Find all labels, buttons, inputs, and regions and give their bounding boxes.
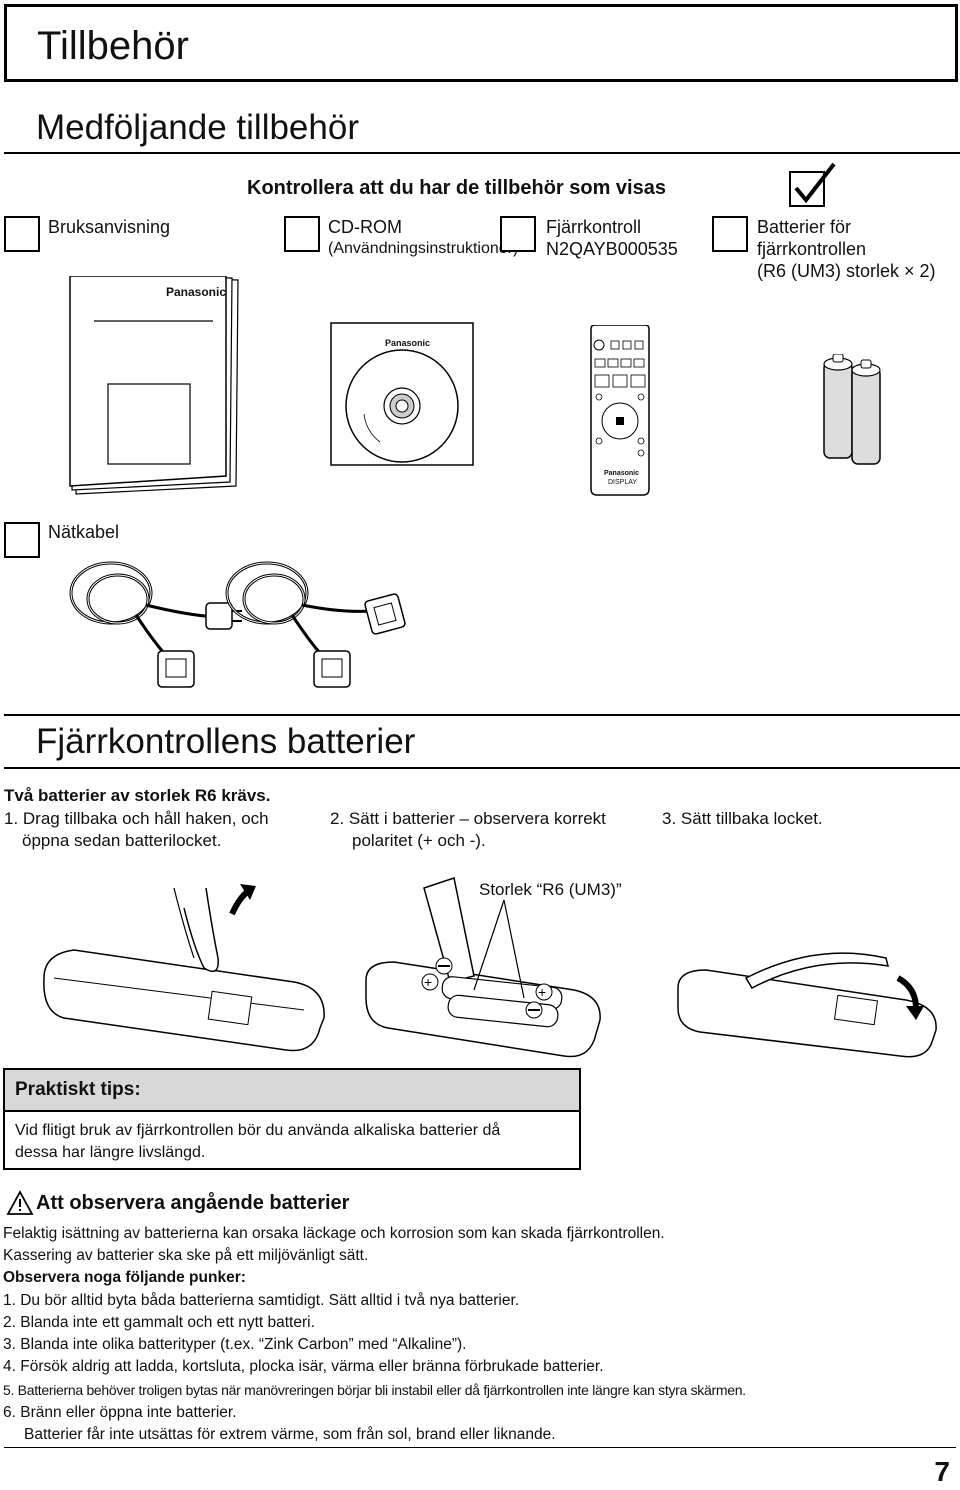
manual-illustration xyxy=(68,275,248,501)
remote-close-illustration xyxy=(676,948,940,1065)
remote-illustration xyxy=(589,324,651,502)
batteries-illustration xyxy=(818,353,888,471)
checkbox-natkabel[interactable] xyxy=(4,522,40,558)
checkbox-remote[interactable] xyxy=(500,216,536,252)
tips-box: Praktiskt tips: Vid flitigt bruk av fjär… xyxy=(3,1068,581,1170)
battery-intro: Två batterier av storlek R6 krävs. xyxy=(4,786,271,805)
tips-heading: Praktiskt tips: xyxy=(5,1070,579,1112)
checkmark-icon xyxy=(788,162,838,215)
checkbox-cdrom[interactable] xyxy=(284,216,320,252)
caution-line-9: 6. Bränn eller öppna inte batterier. xyxy=(3,1404,237,1421)
remote-brand: Panasonic xyxy=(604,470,640,477)
step-1: 1. Drag tillbaka och håll haken, och öpp… xyxy=(4,809,269,850)
item-label-bruksanvisning: Bruksanvisning xyxy=(48,217,171,237)
section2-title-wrap: Fjärrkontrollens batterier xyxy=(36,722,415,762)
section2-title: Fjärrkontrollens batterier xyxy=(36,722,416,761)
caution-line-8: 5. Batterierna behöver troligen bytas nä… xyxy=(3,1382,746,1398)
step-2: 2. Sätt i batterier – observera korrekt … xyxy=(330,809,606,850)
step-3: 3. Sätt tillbaka locket. xyxy=(662,809,823,828)
caution-line-5: 2. Blanda inte ett gammalt och ett nytt … xyxy=(3,1314,315,1331)
section2-rule-bottom xyxy=(4,767,960,769)
remote-insert-illustration: + + xyxy=(364,870,604,1075)
caution-line-10: Batterier får inte utsättas för extrem v… xyxy=(24,1426,556,1443)
checkbox-bruksanvisning[interactable] xyxy=(4,216,40,252)
caution-line-4: 1. Du bör alltid byta båda batterierna s… xyxy=(3,1292,520,1309)
remote-open-illustration xyxy=(34,878,334,1063)
caution-line-3: Observera noga följande punker: xyxy=(3,1269,246,1286)
caution-line-6: 3. Blanda inte olika batterityper (t.ex.… xyxy=(3,1336,467,1353)
remote-display-label: DISPLAY xyxy=(608,479,638,486)
caution-line-7: 4. Försök aldrig att ladda, kortsluta, p… xyxy=(3,1358,604,1375)
caution-line-1: Felaktig isättning av batterierna kan or… xyxy=(3,1225,665,1242)
cdrom-brand: Panasonic xyxy=(385,338,431,348)
section1-rule xyxy=(4,152,960,154)
caution-heading: Att observera angående batterier xyxy=(36,1192,350,1214)
size-callout: Storlek “R6 (UM3)” xyxy=(479,880,622,899)
page-header: Tillbehör xyxy=(4,4,958,82)
manual-brand: Panasonic xyxy=(166,285,227,299)
section2-rule-top xyxy=(4,714,960,716)
warning-icon xyxy=(6,1190,34,1221)
footer-rule xyxy=(4,1447,956,1448)
svg-text:+: + xyxy=(424,974,432,990)
power-cord-eu-illustration xyxy=(66,555,246,700)
check-heading: Kontrollera att du har de tillbehör som … xyxy=(247,177,666,199)
section1-title: Medföljande tillbehör xyxy=(36,108,359,147)
tips-body: Vid flitigt bruk av fjärrkontrollen bör … xyxy=(15,1122,501,1161)
item-label-remote: Fjärrkontroll N2QAYB000535 xyxy=(546,217,678,259)
page-number: 7 xyxy=(934,1456,950,1487)
svg-text:+: + xyxy=(538,984,546,1000)
item-label-batteries: Batterier för fjärrkontrollen (R6 (UM3) … xyxy=(757,217,936,281)
caution-line-2: Kassering av batterier ska ske på ett mi… xyxy=(3,1247,369,1264)
page-title: Tillbehör xyxy=(37,24,189,68)
item-label-natkabel: Nätkabel xyxy=(48,522,120,542)
cdrom-illustration xyxy=(330,322,474,471)
power-cord-uk-illustration xyxy=(222,555,412,700)
section1-title-wrap: Medföljande tillbehör xyxy=(36,108,359,148)
checkbox-batteries[interactable] xyxy=(712,216,748,252)
item-label-cdrom: CD-ROM (Användningsinstruktioner) xyxy=(328,217,519,257)
